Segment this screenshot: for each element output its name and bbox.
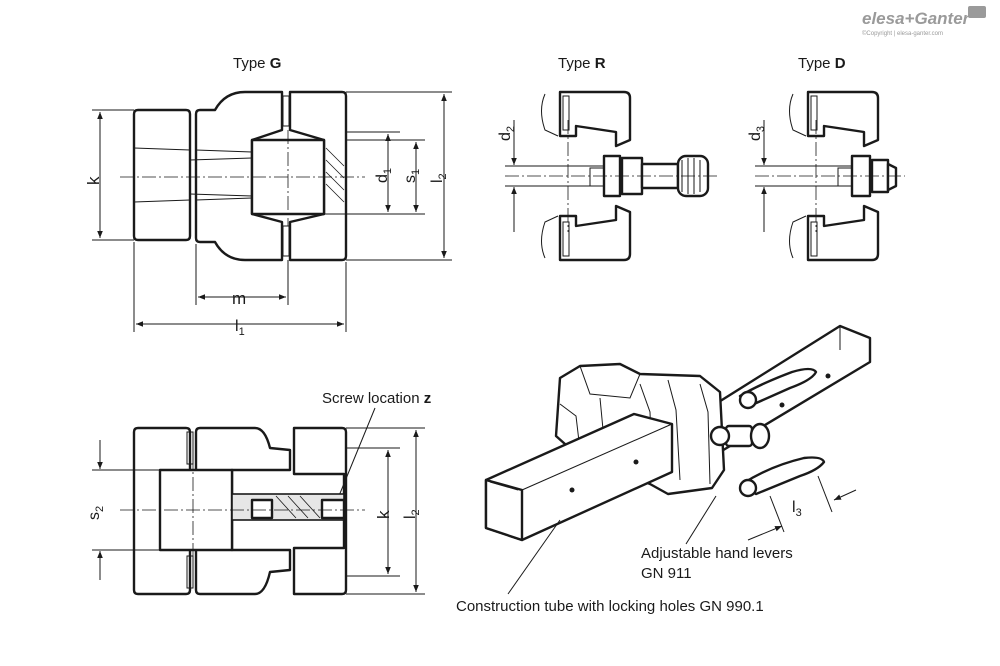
r-dim-d2: d2	[497, 126, 517, 141]
tube-end-face	[484, 478, 524, 542]
logo-copyright: ©Copyright | elesa-ganter.com	[862, 30, 943, 37]
upper-lever-pivot	[738, 390, 758, 410]
hand-levers-label-line1: Adjustable hand levers	[641, 545, 793, 562]
g-dim-m: m	[232, 289, 246, 308]
g-dim-k: k	[84, 176, 103, 185]
g-lever-block	[132, 108, 192, 242]
sec-screw-head-left	[250, 498, 274, 520]
hand-levers-leader	[685, 495, 717, 545]
elesa-ganter-logo: elesa+Ganter ©Copyright | elesa-ganter.c…	[862, 6, 986, 37]
type-d-view: Type D d3	[747, 55, 905, 262]
r-break-top	[541, 93, 559, 137]
g-clamp-body	[194, 90, 284, 262]
type-r-view: Type R d2	[497, 55, 720, 262]
r-body-top	[558, 90, 632, 148]
logo-text: elesa+Ganter	[862, 9, 971, 28]
d-body-bottom	[806, 204, 880, 262]
assembly-nut	[709, 425, 731, 447]
g-jaw-block	[288, 90, 348, 262]
type-r-title: Type R	[558, 55, 606, 72]
type-g-title: Type G	[233, 55, 281, 72]
r-break-bottom	[541, 215, 559, 259]
lower-hand-lever	[740, 456, 826, 496]
sec-dim-s2: s2	[86, 506, 106, 520]
d-tip	[886, 162, 898, 192]
construction-tube-label: Construction tube with locking holes GN …	[456, 598, 764, 615]
upper-hand-lever	[738, 367, 818, 406]
sec-dim-k: k	[374, 510, 393, 519]
assembly-view: l3 Adjustable hand levers GN 911 Constru…	[456, 324, 872, 615]
g-dim-l2: l2	[429, 173, 449, 183]
g-screw-bottom	[282, 225, 290, 257]
lower-lever-pivot	[738, 478, 758, 498]
r-body-bottom	[558, 204, 632, 262]
d-body-top	[806, 90, 880, 148]
hand-levers-label-line2: GN 911	[641, 565, 692, 582]
section-view: Screw location z s2 k l2	[86, 390, 431, 596]
g-dim-s1: s1	[402, 169, 422, 183]
g-screw-top	[282, 95, 290, 127]
g-dim-d1: d1	[374, 168, 394, 183]
screw-location-label: Screw location z	[322, 390, 431, 407]
assembly-dim-l3: l3	[792, 499, 802, 519]
ce-mark-icon	[968, 6, 986, 18]
type-d-title: Type D	[798, 55, 846, 72]
sec-right-block	[292, 426, 348, 596]
screw-location-leader	[333, 407, 376, 509]
construction-tube-leader	[507, 519, 561, 595]
sec-dim-l2: l2	[402, 509, 422, 519]
d-dim-d3: d3	[747, 126, 767, 141]
sec-screw-head-right	[320, 498, 346, 520]
assembly-knob	[749, 422, 771, 450]
type-g-view: Type G k d1	[84, 55, 452, 338]
g-dim-l1: l1	[235, 318, 245, 338]
